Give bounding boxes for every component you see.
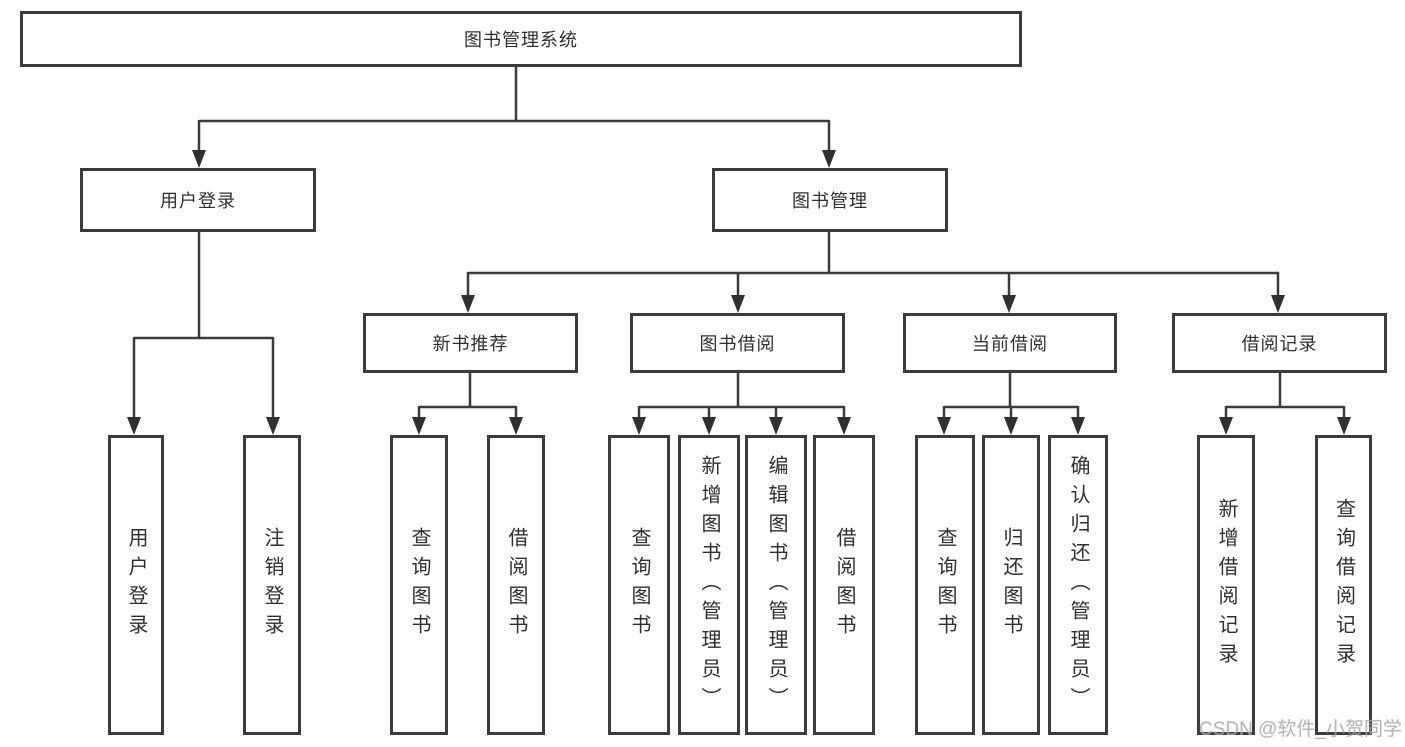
csdn-watermark: CSDN @软件_小贺同学 — [1199, 719, 1402, 740]
node-label: 当前借阅 — [972, 334, 1048, 354]
leaf-return-book: 归还图书 — [982, 435, 1040, 735]
leaf-add-book-admin: 新增图书（管理员） — [678, 435, 740, 735]
node-label: 确认归还（管理员） — [1067, 454, 1089, 716]
node-new-book-recommend: 新书推荐 — [363, 313, 578, 373]
node-borrow-record: 借阅记录 — [1172, 313, 1387, 373]
leaf-logout: 注销登录 — [243, 435, 301, 735]
leaf-query-borrow-record: 查询借阅记录 — [1315, 435, 1372, 735]
leaf-user-login: 用户登录 — [108, 435, 164, 735]
node-label: 归还图书 — [1000, 527, 1022, 643]
node-label: 图书管理系统 — [464, 30, 578, 50]
node-current-borrow: 当前借阅 — [903, 313, 1117, 373]
leaf-add-borrow-record: 新增借阅记录 — [1197, 435, 1255, 735]
node-label: 用户登录 — [125, 527, 147, 643]
leaf-borrow-book-recommend: 借阅图书 — [487, 435, 545, 735]
node-label: 查询图书 — [408, 527, 430, 643]
node-label: 查询图书 — [628, 527, 650, 643]
node-book-management: 图书管理 — [712, 168, 948, 232]
node-label: 借阅记录 — [1241, 334, 1318, 354]
node-label: 新书推荐 — [432, 334, 509, 354]
node-user-login: 用户登录 — [80, 168, 316, 232]
node-root-system: 图书管理系统 — [20, 11, 1022, 67]
node-label: 注销登录 — [261, 527, 283, 643]
node-book-borrow: 图书借阅 — [630, 313, 845, 373]
node-label: 图书借阅 — [699, 334, 776, 354]
leaf-query-book-borrow: 查询图书 — [608, 435, 670, 735]
node-label: 新增借阅记录 — [1215, 498, 1237, 672]
node-label: 查询借阅记录 — [1332, 498, 1355, 672]
leaf-query-book-recommend: 查询图书 — [390, 435, 448, 735]
node-label: 用户登录 — [160, 191, 236, 211]
node-label: 借阅图书 — [833, 527, 855, 643]
node-label: 新增图书（管理员） — [698, 454, 720, 716]
node-label: 图书管理 — [792, 191, 868, 211]
node-label: 查询图书 — [934, 527, 956, 643]
node-label: 编辑图书（管理员） — [765, 454, 787, 716]
leaf-query-book-current: 查询图书 — [915, 435, 975, 735]
arrowhead-icons — [127, 150, 1351, 435]
leaf-edit-book-admin: 编辑图书（管理员） — [745, 435, 807, 735]
node-label: 借阅图书 — [505, 527, 527, 643]
leaf-borrow-book: 借阅图书 — [813, 435, 875, 735]
leaf-confirm-return-admin: 确认归还（管理员） — [1048, 435, 1108, 735]
